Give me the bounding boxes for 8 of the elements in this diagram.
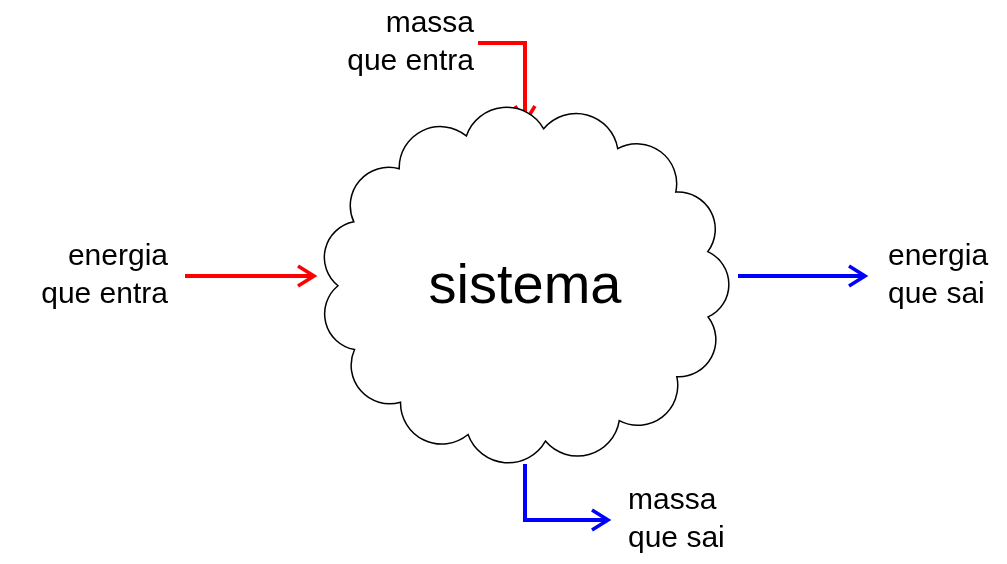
flow-label: massa que entra (346, 4, 474, 78)
flow-label: energia que entra (40, 237, 168, 311)
flow-label: massa que sai (628, 481, 726, 555)
flow-label: energia que sai (888, 237, 990, 311)
system-label: sistema (427, 251, 623, 317)
arrow (738, 264, 867, 288)
arrow (185, 264, 316, 288)
arrow (523, 464, 610, 532)
